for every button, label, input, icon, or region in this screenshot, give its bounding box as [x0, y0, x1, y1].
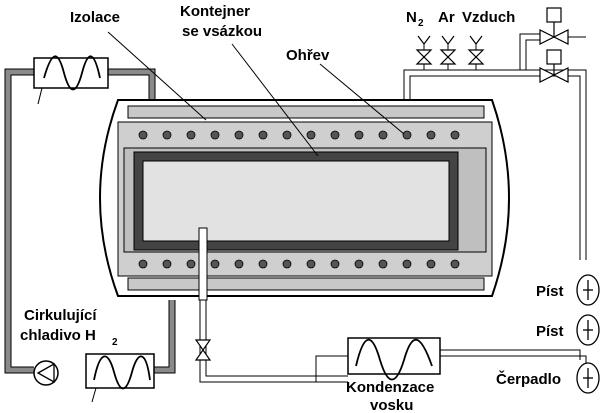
extraction-tube	[198, 227, 208, 301]
label-vzduch: Vzduch	[462, 9, 515, 26]
label-kondenzace-line2: vosku	[370, 397, 413, 413]
label-cirkulujici: Cirkulující	[24, 307, 97, 324]
container-inner	[142, 160, 450, 242]
circulation-fan-icon	[33, 360, 59, 386]
label-pist-1: Píst	[536, 283, 564, 300]
label-kondenzace-line1: Kondenzace	[346, 379, 434, 396]
heat-exchanger-bottom-icon	[85, 353, 155, 403]
leader-lines	[107, 31, 405, 157]
heat-exchanger-top-icon	[33, 55, 109, 105]
label-kontejner-line2: se vsázkou	[182, 23, 262, 40]
label-ohrev: Ohřev	[286, 47, 330, 64]
wax-condenser-icon	[347, 337, 441, 381]
label-chladivo: chladivo H	[20, 327, 96, 344]
label-ar: Ar	[438, 9, 455, 26]
label-izolace: Izolace	[70, 9, 120, 26]
label-chladivo-subscript: 2	[112, 337, 118, 348]
label-kontejner-line1: Kontejner	[180, 3, 250, 20]
valve-icons	[194, 7, 569, 361]
furnace-vessel	[99, 99, 510, 297]
heater-elements	[138, 130, 460, 269]
label-n2: N	[406, 9, 417, 26]
pump-icons	[576, 274, 600, 394]
label-cerpadlo: Čerpadlo	[496, 370, 561, 388]
label-n2-subscript: 2	[418, 18, 424, 29]
label-pist-2: Píst	[536, 323, 564, 340]
